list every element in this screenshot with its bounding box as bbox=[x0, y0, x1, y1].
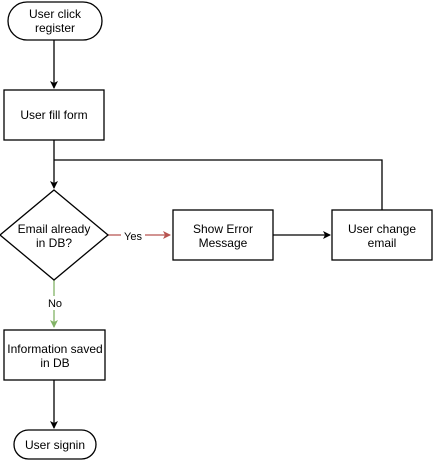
fill-form-box bbox=[3, 89, 105, 141]
decision-diamond bbox=[0, 189, 110, 281]
change-email-label-line-1: User change bbox=[348, 222, 416, 236]
yes-label-background bbox=[121, 229, 145, 243]
end-terminal-shape bbox=[13, 429, 97, 460]
start-node: User click register bbox=[7, 1, 103, 41]
decision-node: Email already in DB? bbox=[0, 189, 110, 281]
info-saved-node: Information saved in DB bbox=[3, 329, 106, 381]
end-node: User signin bbox=[13, 429, 97, 460]
show-error-node: Show Error Message bbox=[172, 209, 274, 261]
yes-label: Yes bbox=[124, 231, 142, 243]
info-saved-box bbox=[3, 329, 106, 381]
edge-change-email-loop-back bbox=[54, 159, 383, 210]
show-error-label-line-2: Message bbox=[199, 236, 248, 250]
no-label-background bbox=[45, 296, 65, 310]
start-label-line-1: User click bbox=[29, 7, 82, 21]
end-label: User signin bbox=[25, 438, 85, 452]
info-saved-label-line-2: in DB bbox=[40, 356, 69, 370]
show-error-label-line-1: Show Error bbox=[193, 222, 253, 236]
change-email-label-line-2: email bbox=[368, 236, 397, 250]
change-email-node: User change email bbox=[331, 209, 433, 261]
show-error-box bbox=[172, 209, 274, 261]
no-label: No bbox=[48, 298, 62, 310]
start-label-line-2: register bbox=[35, 21, 75, 35]
start-terminal-shape bbox=[7, 1, 103, 41]
fill-form-node: User fill form bbox=[3, 89, 105, 141]
decision-label-line-1: Email already bbox=[18, 222, 91, 236]
fill-form-label: User fill form bbox=[20, 108, 87, 122]
change-email-box bbox=[331, 209, 433, 261]
decision-label-line-2: in DB? bbox=[36, 236, 72, 250]
info-saved-label-line-1: Information saved bbox=[7, 342, 102, 356]
